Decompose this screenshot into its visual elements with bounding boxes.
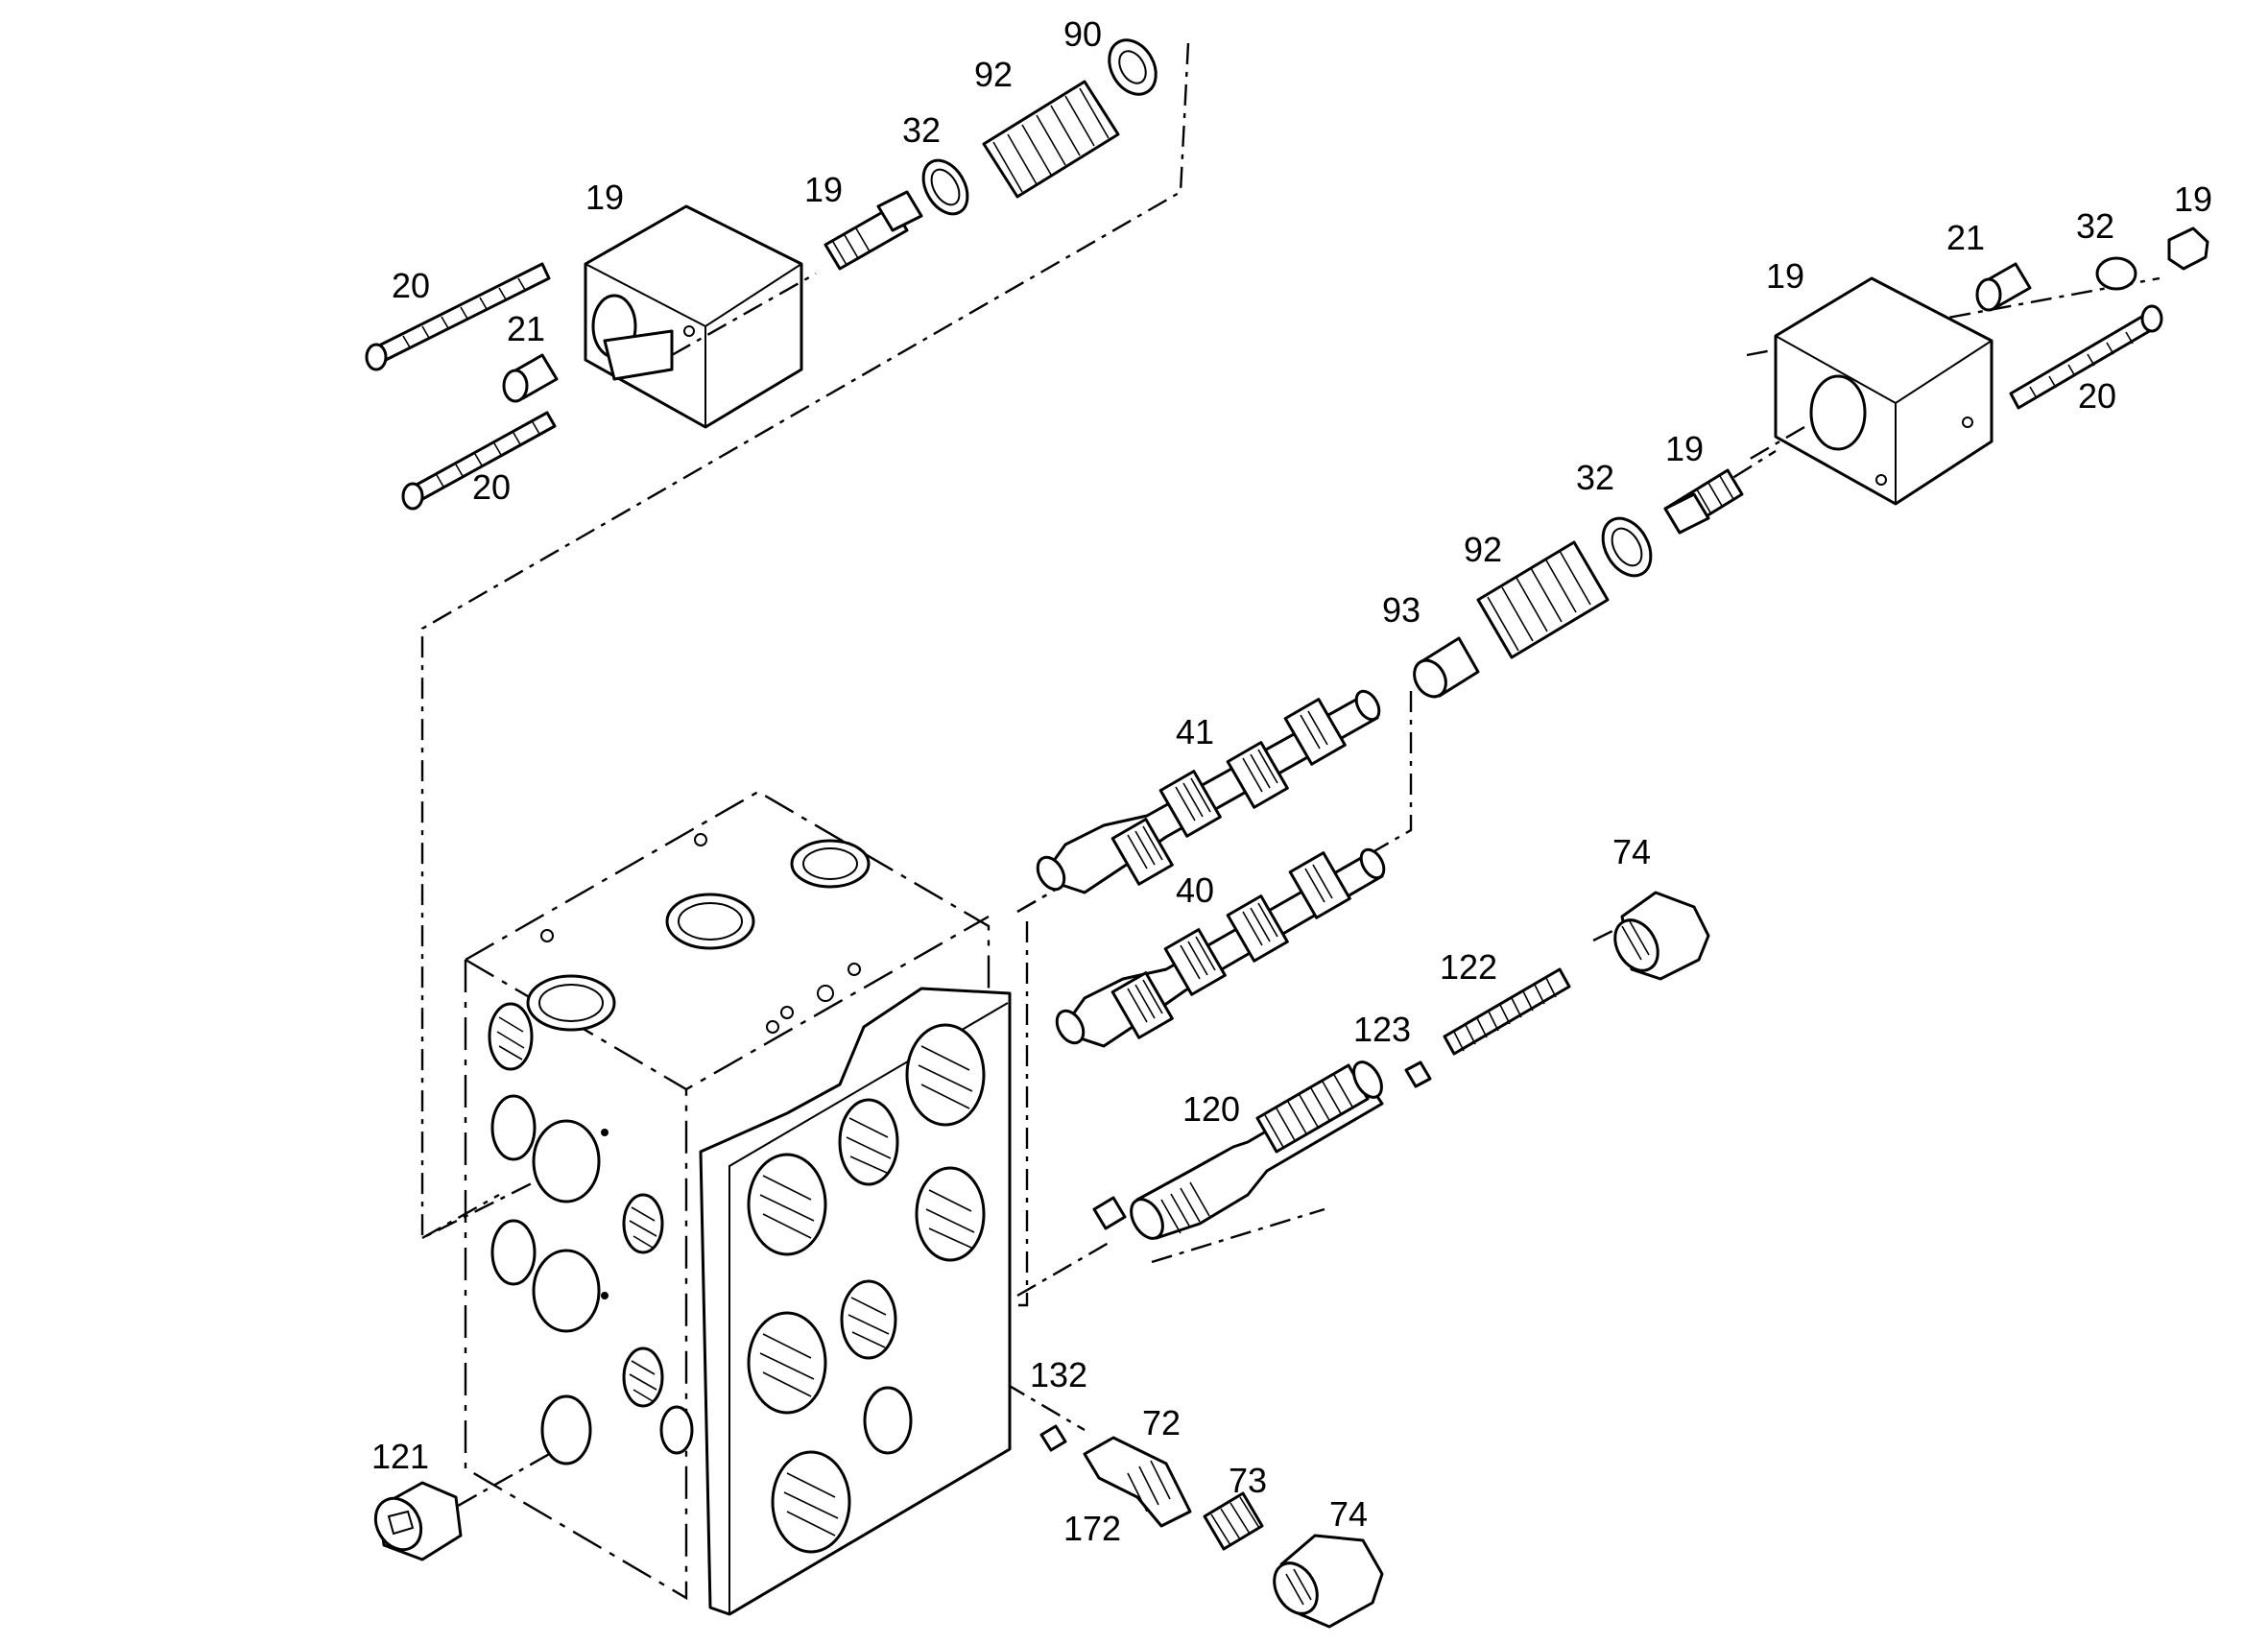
left-port-5 — [490, 1219, 537, 1286]
left-port-3 — [532, 1119, 601, 1203]
front-port-6 — [840, 1279, 897, 1360]
front-port-4 — [915, 1166, 986, 1262]
stem-19-left-hex — [876, 190, 923, 232]
housing-top-back-edge — [465, 790, 991, 993]
label-93: 93 — [1382, 590, 1420, 630]
label-73: 73 — [1229, 1461, 1267, 1500]
label-19: 19 — [2174, 179, 2212, 219]
right-cap-block — [1372, 226, 2209, 854]
front-port-5 — [747, 1311, 827, 1415]
washer-32-left — [921, 158, 969, 216]
bottom-valve-assembly — [373, 1424, 1384, 1629]
front-port-3 — [905, 1023, 986, 1127]
nut-19-right — [2167, 226, 2209, 271]
small-plug-120 — [1092, 1196, 1127, 1230]
valve-housing — [464, 790, 1012, 1616]
leader-spool-120 — [1151, 1207, 1325, 1264]
label-41: 41 — [1176, 712, 1214, 751]
label-92: 92 — [1464, 530, 1502, 569]
label-122: 122 — [1440, 947, 1497, 987]
cap-block-right-edges — [1775, 335, 1993, 504]
nut-32-right — [2095, 256, 2137, 291]
label-72: 72 — [1142, 1403, 1181, 1442]
screw-132 — [1039, 1424, 1067, 1452]
part-labels: 90 92 32 19 19 20 21 20 21 32 19 19 20 3… — [371, 14, 2212, 1548]
label-19: 19 — [1766, 256, 1804, 296]
cap-block-right-bore — [1809, 374, 1867, 451]
label-32: 32 — [902, 110, 941, 150]
label-21: 21 — [1946, 218, 1985, 257]
cap-block-left-edges — [585, 263, 802, 427]
bolt-20-lower-head — [401, 482, 424, 511]
left-port-6 — [532, 1249, 601, 1333]
pin-123 — [1404, 1060, 1432, 1088]
label-120: 120 — [1182, 1089, 1240, 1129]
label-32: 32 — [1576, 458, 1614, 497]
label-19: 19 — [1665, 429, 1704, 468]
label-19: 19 — [804, 170, 843, 209]
label-92: 92 — [974, 55, 1013, 94]
top-left-cap-block — [365, 38, 1158, 511]
spool-41 — [1036, 689, 1381, 894]
front-port-7 — [863, 1386, 913, 1455]
valve-72 — [1083, 1436, 1192, 1528]
leader-plug-74 — [1592, 919, 1633, 942]
left-port-9 — [659, 1405, 694, 1455]
label-20: 20 — [2078, 376, 2116, 416]
cap-block-left-pin — [603, 329, 674, 381]
label-21: 21 — [507, 309, 545, 348]
leader-left-ports — [421, 1193, 500, 1240]
label-20: 20 — [392, 266, 430, 305]
label-20: 20 — [472, 467, 511, 507]
label-19: 19 — [585, 178, 624, 217]
housing-left-face — [464, 960, 688, 1601]
left-port-4 — [622, 1193, 664, 1254]
label-74: 74 — [1329, 1494, 1368, 1534]
label-40: 40 — [1176, 870, 1214, 910]
spool-40 — [1055, 847, 1386, 1048]
label-32: 32 — [2076, 206, 2114, 246]
washer-90 — [1108, 38, 1158, 96]
spring-73 — [1203, 1491, 1264, 1551]
leader-spring-to-housing — [1016, 1241, 1110, 1298]
valve-120-assembly — [1092, 891, 1710, 1240]
leader-spool-41 — [1016, 891, 1052, 914]
label-172: 172 — [1063, 1509, 1121, 1548]
label-74: 74 — [1612, 832, 1651, 871]
spring-92-center — [1476, 540, 1610, 659]
front-port-1 — [747, 1153, 827, 1256]
leader-right-cap-19 — [1746, 276, 2161, 357]
left-port-8 — [540, 1394, 592, 1465]
left-port-1 — [488, 1002, 534, 1071]
bolt-20-upper-head — [365, 343, 388, 371]
front-port-2 — [838, 1098, 899, 1186]
label-121: 121 — [371, 1437, 429, 1476]
left-port-2 — [490, 1094, 537, 1161]
front-port-8 — [771, 1450, 851, 1554]
cap-block-right-body — [1774, 276, 1993, 506]
bolt-20-right-head — [2140, 304, 2163, 333]
label-132: 132 — [1030, 1355, 1087, 1394]
washer-32-center — [1601, 516, 1653, 578]
leader-top-block — [420, 42, 1190, 1240]
label-123: 123 — [1353, 1010, 1411, 1049]
label-90: 90 — [1063, 14, 1102, 54]
left-port-7 — [622, 1346, 664, 1408]
